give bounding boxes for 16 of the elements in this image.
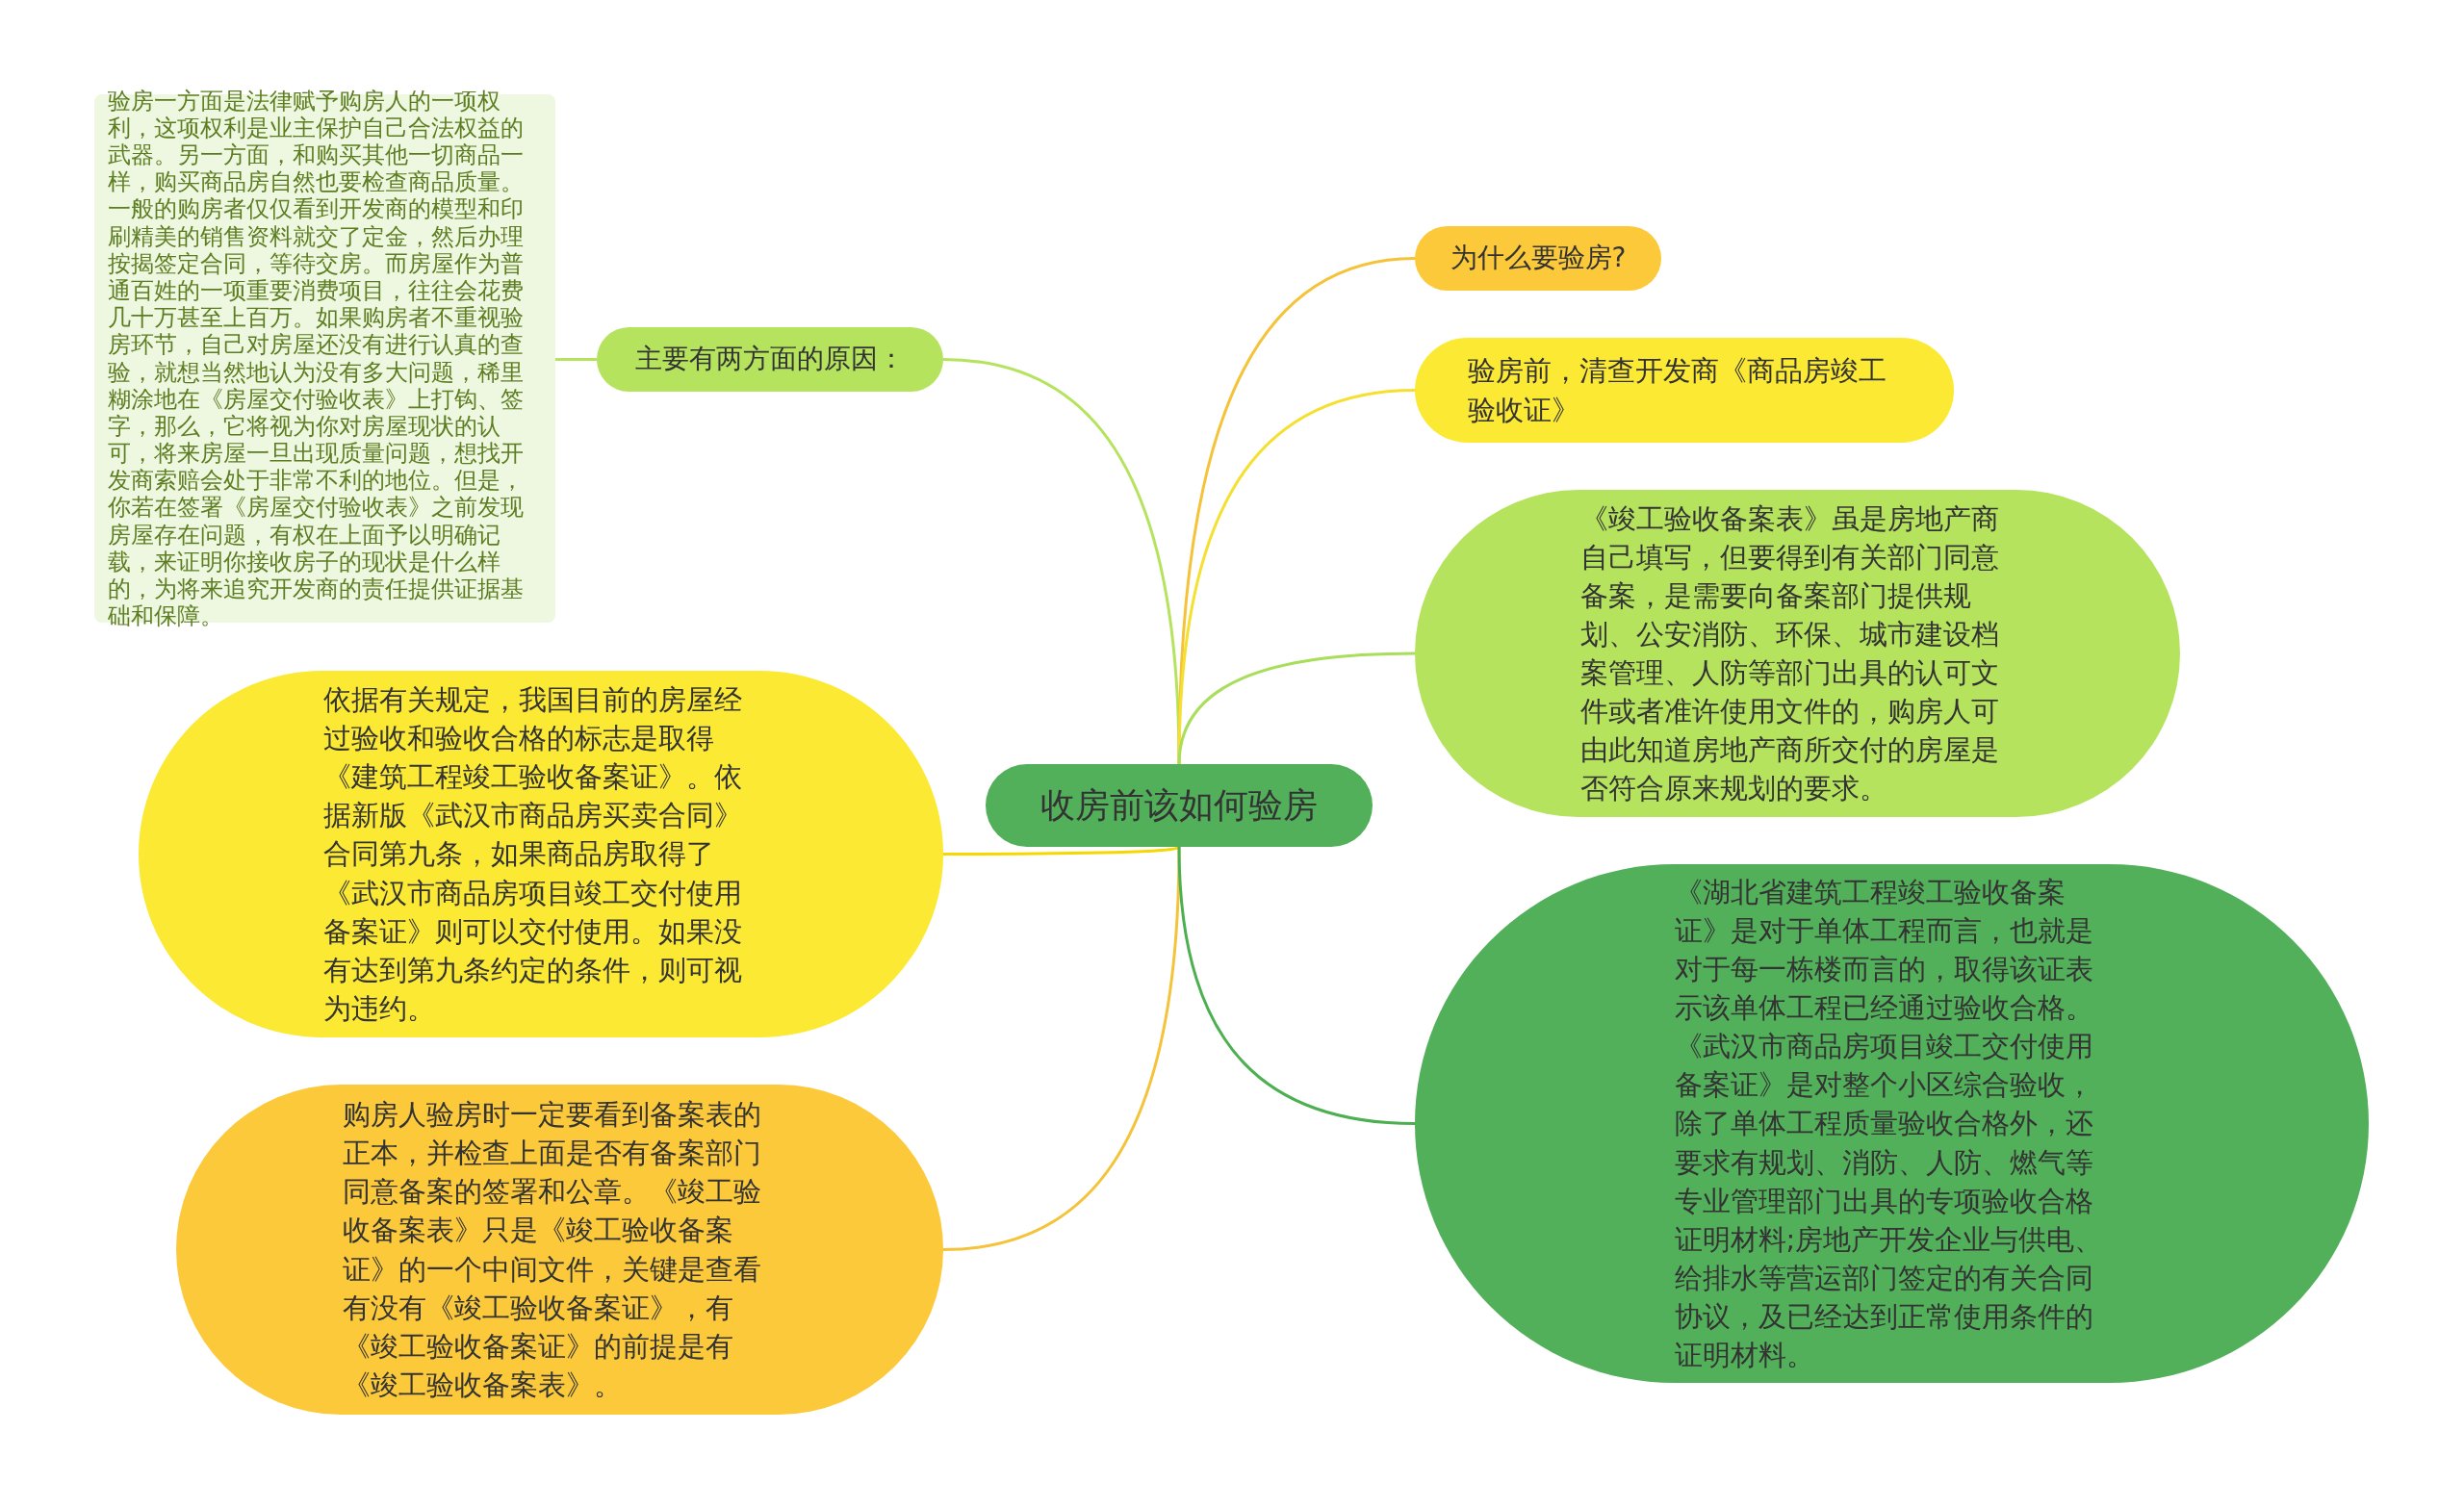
node-text: 主要有两方面的原因： <box>635 342 905 377</box>
node-text: 《竣工验收备案表》虽是房地产商自己填写，但要得到有关部门同意备案，是需要向备案部门提供规划、公安消防、环保、城市建设档案管理、人防等部门出具的认可文件或者准许使用文件的，购房人可由此知道房地产商所交付的房屋是否符合原来规划的要求。 <box>1579 500 2000 807</box>
topic-text: 收房前该如何验房 <box>1040 784 1318 828</box>
node-text: 《湖北省建筑工程竣工验收备案证》是对于单体工程而言，也就是对于每一栋楼而言的，取得该证表示该单体工程已经通过验收合格。《武汉市商品房项目竣工交付使用备案证》是对整个小区综合验收，除了单体工程质量验收合格外，还要求有规划、消防、人防、燃气等专业管理部门出具的专项验收合格证明材料;房地产开发企业与供电、给排水等营运部门签定的有关合同协议，及已经达到正常使用条件的证明材料。 <box>1674 875 2104 1373</box>
node-text: 验房前，清查开发商《商品房竣工验收证》 <box>1468 353 1887 428</box>
node-text: 购房人验房时一定要看到备案表的正本，并检查上面是否有备案部门同意备案的签署和公章。《竣工验收备案表》只是《竣工验收备案证》的一个中间文件，关键是查看有没有《竣工验收备案证》，有《竣工验收备案证》的前提是有《竣工验收备案表》。 <box>342 1097 762 1403</box>
connector <box>555 358 597 361</box>
connector <box>942 846 1181 1251</box>
connector <box>1177 257 1416 765</box>
node-text: 验房一方面是法律赋予购房人的一项权利，这项权利是业主保护自己合法权益的武器。另一方面，和购买其他一切商品一样，购买商品房自然也要检查商品质量。一般的购房者仅仅看到开发商的模型和印刷精美的销售资料就交了定金，然后办理按揭签定合同，等待交房。而房屋作为普通百姓的一项重要消费项目，往往会花费几十万甚至上百万。如果购房者不重视验房环节，自己对房屋还没有进行认真的查验，就想当然地认为没有多大问题，稀里糊涂地在《房屋交付验收表》上打钩、签字，那么，它将视为你对房屋现状的认可，将来房屋一旦出现质量问题，想找开发商索赔会处于非常不利的地位。但是，你若在签署《房屋交付验收表》之前发现房屋存在问题，有权在上面予以明确记载，来证明你接收房子的现状是什么样的，为将来追究开发商的责任提供证据基础和保障。 <box>107 87 525 630</box>
connector <box>1177 389 1416 765</box>
connector <box>1177 846 1416 1125</box>
node-text: 依据有关规定，我国目前的房屋经过验收和验收合格的标志是取得《建筑工程竣工验收备案证》。依据新版《武汉市商品房买卖合同》合同第九条，如果商品房取得了《武汉市商品房项目竣工交付使用备案证》则可以交付使用。如果没有达到第九条约定的条件，则可视为违约。 <box>323 682 743 1027</box>
connector <box>1177 652 1416 765</box>
connector <box>943 845 1180 856</box>
node-text: 为什么要验房? <box>1450 241 1627 276</box>
